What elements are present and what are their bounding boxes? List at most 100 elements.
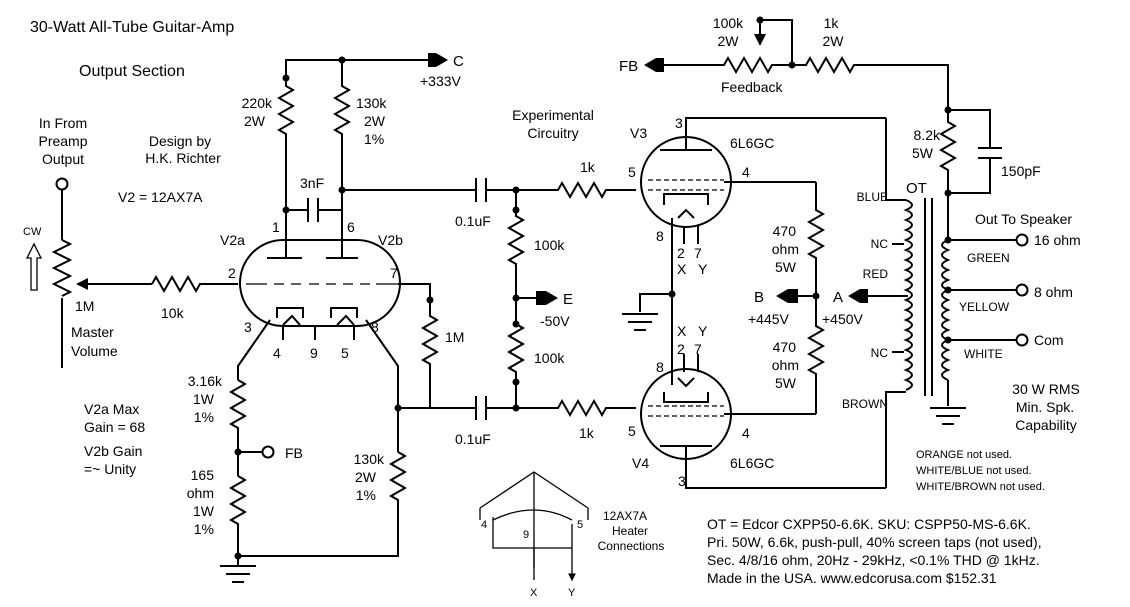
- svg-text:7: 7: [390, 265, 398, 281]
- resistor-470-bottom-label: 470 ohm 5W: [772, 339, 799, 391]
- resistor-10k-label: 10k: [161, 305, 185, 321]
- ground-left-icon: [220, 565, 256, 583]
- ot-primary-leads: [885, 118, 906, 488]
- svg-text:Y: Y: [698, 323, 708, 339]
- resistor-1k-top: [546, 180, 636, 200]
- gain-notes: V2a Max Gain = 68 V2b Gain =~ Unity: [84, 401, 145, 477]
- svg-text:5W: 5W: [775, 375, 797, 391]
- resistor-470-bottom: [806, 296, 826, 414]
- v4-cathode: [663, 392, 709, 403]
- node-b-letter: B: [754, 289, 764, 306]
- svg-text:Circuitry: Circuitry: [527, 125, 578, 141]
- supply-c-letter: C: [453, 53, 464, 70]
- node-dot: [512, 404, 520, 412]
- fb-out-label: FB: [619, 58, 638, 75]
- svg-text:1%: 1%: [356, 487, 376, 503]
- v4-grids: [648, 405, 724, 417]
- tube-v4-type: 6L6GC: [730, 455, 774, 471]
- fb-pot[interactable]: [662, 55, 798, 75]
- svg-text:Y: Y: [698, 261, 708, 277]
- svg-text:4: 4: [742, 164, 750, 180]
- svg-text:ORANGE not used.: ORANGE not used.: [916, 449, 1012, 461]
- svg-text:9: 9: [310, 345, 318, 361]
- v2-heater: [282, 314, 355, 326]
- master-volume-pot[interactable]: [51, 239, 73, 297]
- supply-c-arrow-icon: [428, 53, 448, 67]
- svg-text:WHITE: WHITE: [964, 347, 1003, 361]
- node-dot: [512, 320, 520, 328]
- svg-text:V2b Gain: V2b Gain: [84, 443, 142, 459]
- resistor-130k-top-label: 130k 2W 1%: [356, 95, 387, 147]
- ot-secondary-wire-colors: GREEN YELLOW WHITE: [959, 251, 1010, 361]
- resistor-8-2k-label: 8.2k 5W: [912, 127, 941, 161]
- svg-text:470: 470: [773, 339, 797, 355]
- master-pot-label-1: Master: [71, 324, 114, 340]
- svg-text:2W: 2W: [244, 113, 266, 129]
- feedback-label: Feedback: [721, 79, 783, 95]
- node-dot: [282, 74, 290, 82]
- svg-text:2W: 2W: [355, 469, 377, 485]
- svg-text:9: 9: [523, 529, 529, 541]
- capacitor-3nf[interactable]: [286, 198, 342, 222]
- v4-heater-leads: [683, 354, 699, 372]
- node-a-voltage: +450V: [822, 311, 864, 327]
- svg-text:8: 8: [371, 319, 379, 335]
- svg-text:2W: 2W: [364, 113, 386, 129]
- svg-text:H.K. Richter: H.K. Richter: [145, 150, 221, 166]
- tube-v3-type: 6L6GC: [730, 135, 774, 151]
- fb-tap-terminal[interactable]: [261, 445, 275, 459]
- bias-e-letter: E: [563, 291, 573, 308]
- resistor-130k-bottom-label: 130k 2W 1%: [354, 451, 385, 503]
- v2b-grid-wire: [398, 283, 440, 408]
- speaker-8ohm-jack[interactable]: [1015, 283, 1029, 297]
- ot-core: [924, 198, 933, 396]
- svg-text:5: 5: [577, 519, 583, 531]
- tube-v3-label: V3: [630, 125, 647, 141]
- svg-text:ohm: ohm: [772, 357, 799, 373]
- resistor-165-label: 165 ohm 1W 1%: [187, 467, 215, 537]
- v3-pin-labels: 3 5 4 8 2 7 X Y: [628, 115, 750, 277]
- svg-text:Sec. 4/8/16 ohm, 20Hz - 29kHz,: Sec. 4/8/16 ohm, 20Hz - 29kHz, <0.1% THD…: [707, 552, 1040, 568]
- node-dot: [668, 290, 676, 298]
- experimental-label: Experimental Circuitry: [512, 107, 594, 141]
- node-b-arrow-icon: [776, 289, 798, 303]
- cathode-ground-wire: [639, 293, 672, 312]
- v3-plate-wire: [685, 117, 886, 150]
- speaker-com-label: Com: [1034, 332, 1064, 348]
- v2b-cathode-wire: [365, 319, 399, 452]
- node-dot: [788, 61, 796, 69]
- fb-pot-label: 100k 2W: [713, 15, 744, 49]
- svg-text:Design by: Design by: [149, 133, 211, 149]
- svg-text:5: 5: [628, 164, 636, 180]
- svg-text:3: 3: [675, 115, 683, 131]
- node-dot: [234, 552, 242, 560]
- v2-heater-leads: [282, 325, 355, 340]
- svg-text:1: 1: [272, 219, 280, 235]
- resistor-100k-bottom: [506, 298, 526, 408]
- resistor-100k-top: [506, 190, 526, 298]
- node-dot: [512, 186, 520, 194]
- svg-text:8: 8: [656, 228, 664, 244]
- input-jack[interactable]: [55, 177, 69, 191]
- svg-text:8: 8: [656, 359, 664, 375]
- v4-heater: [677, 377, 695, 388]
- node-dot: [756, 16, 764, 24]
- svg-text:2: 2: [677, 341, 685, 357]
- speaker-com-jack[interactable]: [1015, 333, 1029, 347]
- resistor-470-top: [806, 182, 826, 296]
- svg-text:RED: RED: [863, 267, 889, 281]
- svg-text:NC: NC: [871, 237, 889, 251]
- capacitor-150pf[interactable]: [948, 109, 1002, 194]
- v4-pin-labels: 3 5 4 8 X Y 2 7: [628, 323, 750, 489]
- resistor-220k-label: 220k 2W: [242, 95, 273, 129]
- coupling-cap-top[interactable]: [468, 178, 546, 202]
- v2a-cathode-wire: [237, 319, 271, 380]
- svg-text:YELLOW: YELLOW: [959, 300, 1010, 314]
- v2-pin-labels: 1 6 2 7 3 8 4 9 5: [228, 219, 398, 361]
- node-dot: [944, 236, 952, 244]
- coupling-cap-bottom[interactable]: [468, 396, 546, 420]
- svg-text:BROWN: BROWN: [842, 397, 888, 411]
- speaker-16ohm-jack[interactable]: [1015, 233, 1029, 247]
- ground-mid-icon: [622, 313, 658, 331]
